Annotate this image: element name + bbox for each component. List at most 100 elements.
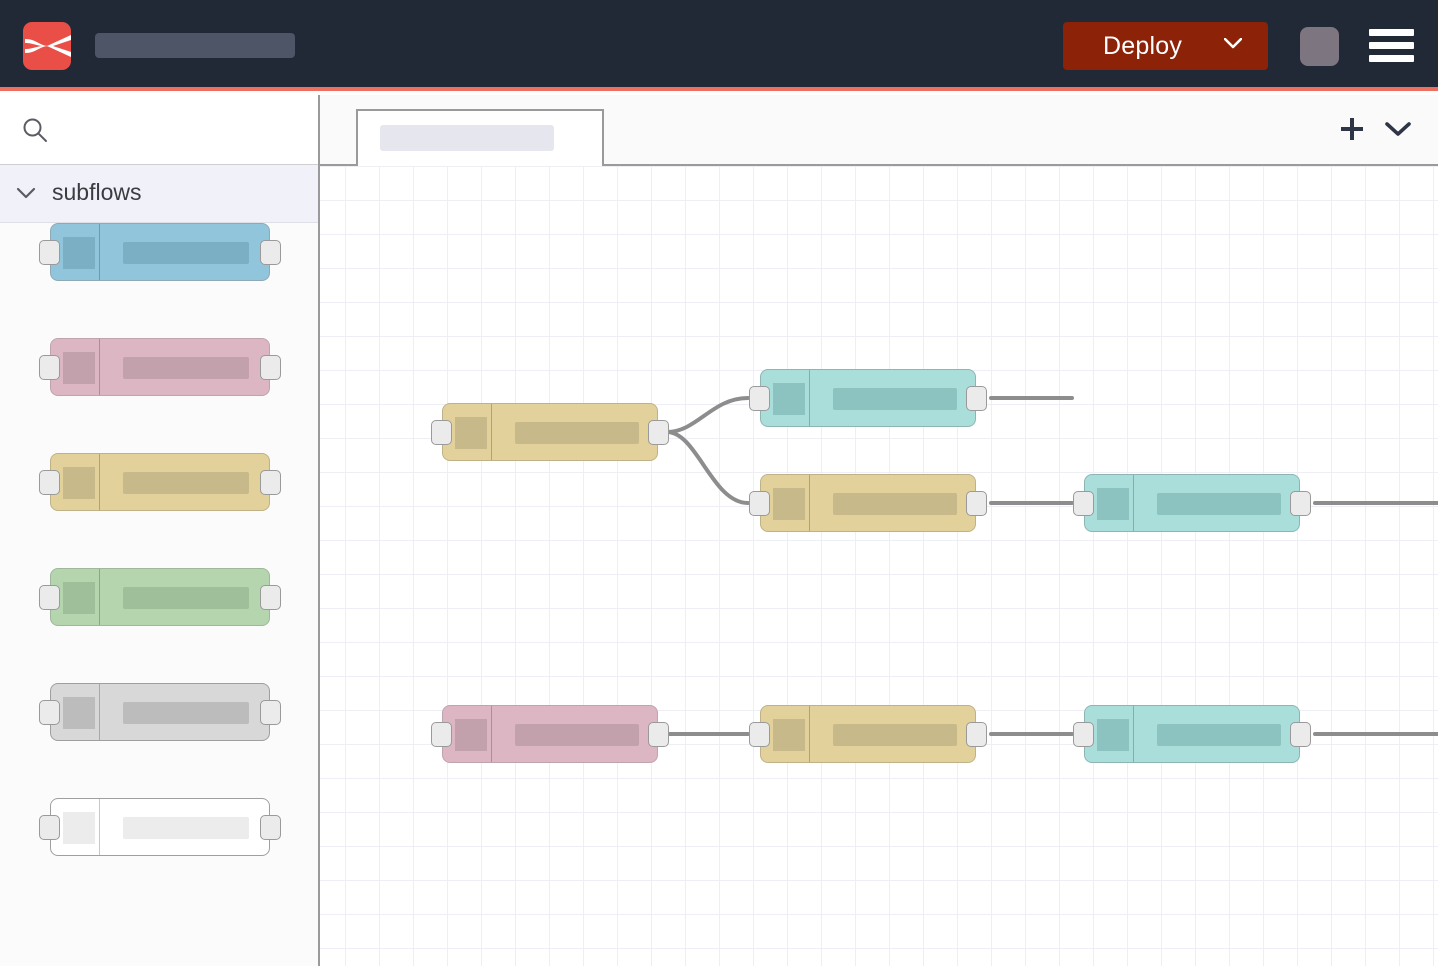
app-header: Deploy bbox=[0, 0, 1438, 91]
node-output-port[interactable] bbox=[260, 585, 281, 610]
canvas-node-pink-1[interactable] bbox=[431, 705, 669, 763]
canvas-node-yellow-1[interactable] bbox=[431, 403, 669, 461]
canvas-node-layer bbox=[320, 166, 1438, 966]
search-input[interactable] bbox=[58, 113, 302, 149]
node-type-icon bbox=[455, 719, 487, 751]
chevron-down-icon[interactable] bbox=[1383, 119, 1413, 139]
node-label bbox=[515, 422, 639, 444]
palette-node-2[interactable] bbox=[39, 338, 281, 396]
node-type-icon bbox=[1097, 719, 1129, 751]
node-output-port[interactable] bbox=[966, 491, 987, 516]
canvas-node-cyan-3[interactable] bbox=[1073, 705, 1311, 763]
deploy-button[interactable]: Deploy bbox=[1063, 22, 1268, 70]
node-type-icon bbox=[63, 467, 95, 499]
hamburger-menu-icon[interactable] bbox=[1369, 29, 1414, 63]
flow-tab-1[interactable] bbox=[356, 109, 604, 166]
node-type-icon bbox=[1097, 488, 1129, 520]
node-type-icon bbox=[63, 352, 95, 384]
node-output-port[interactable] bbox=[966, 722, 987, 747]
canvas-node-cyan-2[interactable] bbox=[1073, 474, 1311, 532]
flow-tab-bar bbox=[320, 95, 1438, 166]
node-label bbox=[123, 587, 249, 609]
palette-node-6[interactable] bbox=[39, 798, 281, 856]
palette-node-list bbox=[0, 223, 318, 964]
node-output-port[interactable] bbox=[260, 470, 281, 495]
node-divider bbox=[809, 370, 810, 426]
node-label bbox=[123, 472, 249, 494]
node-label bbox=[123, 357, 249, 379]
node-divider bbox=[809, 706, 810, 762]
node-label bbox=[123, 817, 249, 839]
node-label bbox=[1157, 493, 1281, 515]
node-input-port[interactable] bbox=[749, 722, 770, 747]
node-input-port[interactable] bbox=[1073, 722, 1094, 747]
node-type-icon bbox=[63, 812, 95, 844]
node-divider bbox=[99, 339, 100, 395]
node-output-port[interactable] bbox=[260, 240, 281, 265]
palette-node-4[interactable] bbox=[39, 568, 281, 626]
palette-category-label: subflows bbox=[52, 179, 142, 205]
palette-category-subflows[interactable]: subflows bbox=[0, 165, 318, 223]
node-input-port[interactable] bbox=[749, 386, 770, 411]
node-type-icon bbox=[773, 719, 805, 751]
node-input-port[interactable] bbox=[39, 355, 60, 380]
node-output-port[interactable] bbox=[260, 815, 281, 840]
palette-node-5[interactable] bbox=[39, 683, 281, 741]
node-output-port[interactable] bbox=[648, 420, 669, 445]
node-divider bbox=[99, 569, 100, 625]
canvas-node-cyan-1[interactable] bbox=[749, 369, 987, 427]
node-input-port[interactable] bbox=[749, 491, 770, 516]
node-input-port[interactable] bbox=[39, 240, 60, 265]
node-type-icon bbox=[455, 417, 487, 449]
node-input-port[interactable] bbox=[39, 700, 60, 725]
chevron-down-icon[interactable] bbox=[16, 187, 36, 199]
avatar[interactable] bbox=[1300, 27, 1339, 66]
node-output-port[interactable] bbox=[648, 722, 669, 747]
node-output-port[interactable] bbox=[1290, 722, 1311, 747]
node-type-icon bbox=[63, 697, 95, 729]
node-input-port[interactable] bbox=[431, 420, 452, 445]
search-icon[interactable] bbox=[22, 117, 48, 143]
node-input-port[interactable] bbox=[39, 585, 60, 610]
node-label bbox=[123, 242, 249, 264]
palette-node-3[interactable] bbox=[39, 453, 281, 511]
node-label bbox=[1157, 724, 1281, 746]
node-divider bbox=[809, 475, 810, 531]
node-label bbox=[123, 702, 249, 724]
node-divider bbox=[1133, 475, 1134, 531]
node-input-port[interactable] bbox=[431, 722, 452, 747]
node-label bbox=[833, 724, 957, 746]
node-label bbox=[515, 724, 639, 746]
node-input-port[interactable] bbox=[39, 470, 60, 495]
node-divider bbox=[99, 684, 100, 740]
deploy-button-label: Deploy bbox=[1103, 32, 1183, 60]
node-output-port[interactable] bbox=[260, 355, 281, 380]
node-input-port[interactable] bbox=[1073, 491, 1094, 516]
node-input-port[interactable] bbox=[39, 815, 60, 840]
node-type-icon bbox=[63, 582, 95, 614]
node-divider bbox=[99, 799, 100, 855]
node-red-logo-icon[interactable] bbox=[23, 22, 71, 70]
node-divider bbox=[491, 706, 492, 762]
plus-icon[interactable] bbox=[1338, 115, 1366, 143]
node-divider bbox=[491, 404, 492, 460]
flow-canvas[interactable] bbox=[320, 166, 1438, 966]
node-output-port[interactable] bbox=[1290, 491, 1311, 516]
page-title bbox=[95, 33, 295, 58]
node-type-icon bbox=[773, 383, 805, 415]
node-divider bbox=[99, 454, 100, 510]
node-output-port[interactable] bbox=[260, 700, 281, 725]
canvas-node-yellow-3[interactable] bbox=[749, 705, 987, 763]
node-divider bbox=[99, 224, 100, 280]
node-output-port[interactable] bbox=[966, 386, 987, 411]
palette-sidebar: subflows bbox=[0, 95, 320, 966]
chevron-down-icon[interactable] bbox=[1224, 38, 1242, 49]
flow-tab-1-label bbox=[380, 125, 554, 151]
palette-search-row[interactable] bbox=[0, 95, 318, 165]
node-divider bbox=[1133, 706, 1134, 762]
workspace bbox=[320, 95, 1438, 966]
palette-node-1[interactable] bbox=[39, 223, 281, 281]
node-label bbox=[833, 388, 957, 410]
canvas-node-yellow-2[interactable] bbox=[749, 474, 987, 532]
